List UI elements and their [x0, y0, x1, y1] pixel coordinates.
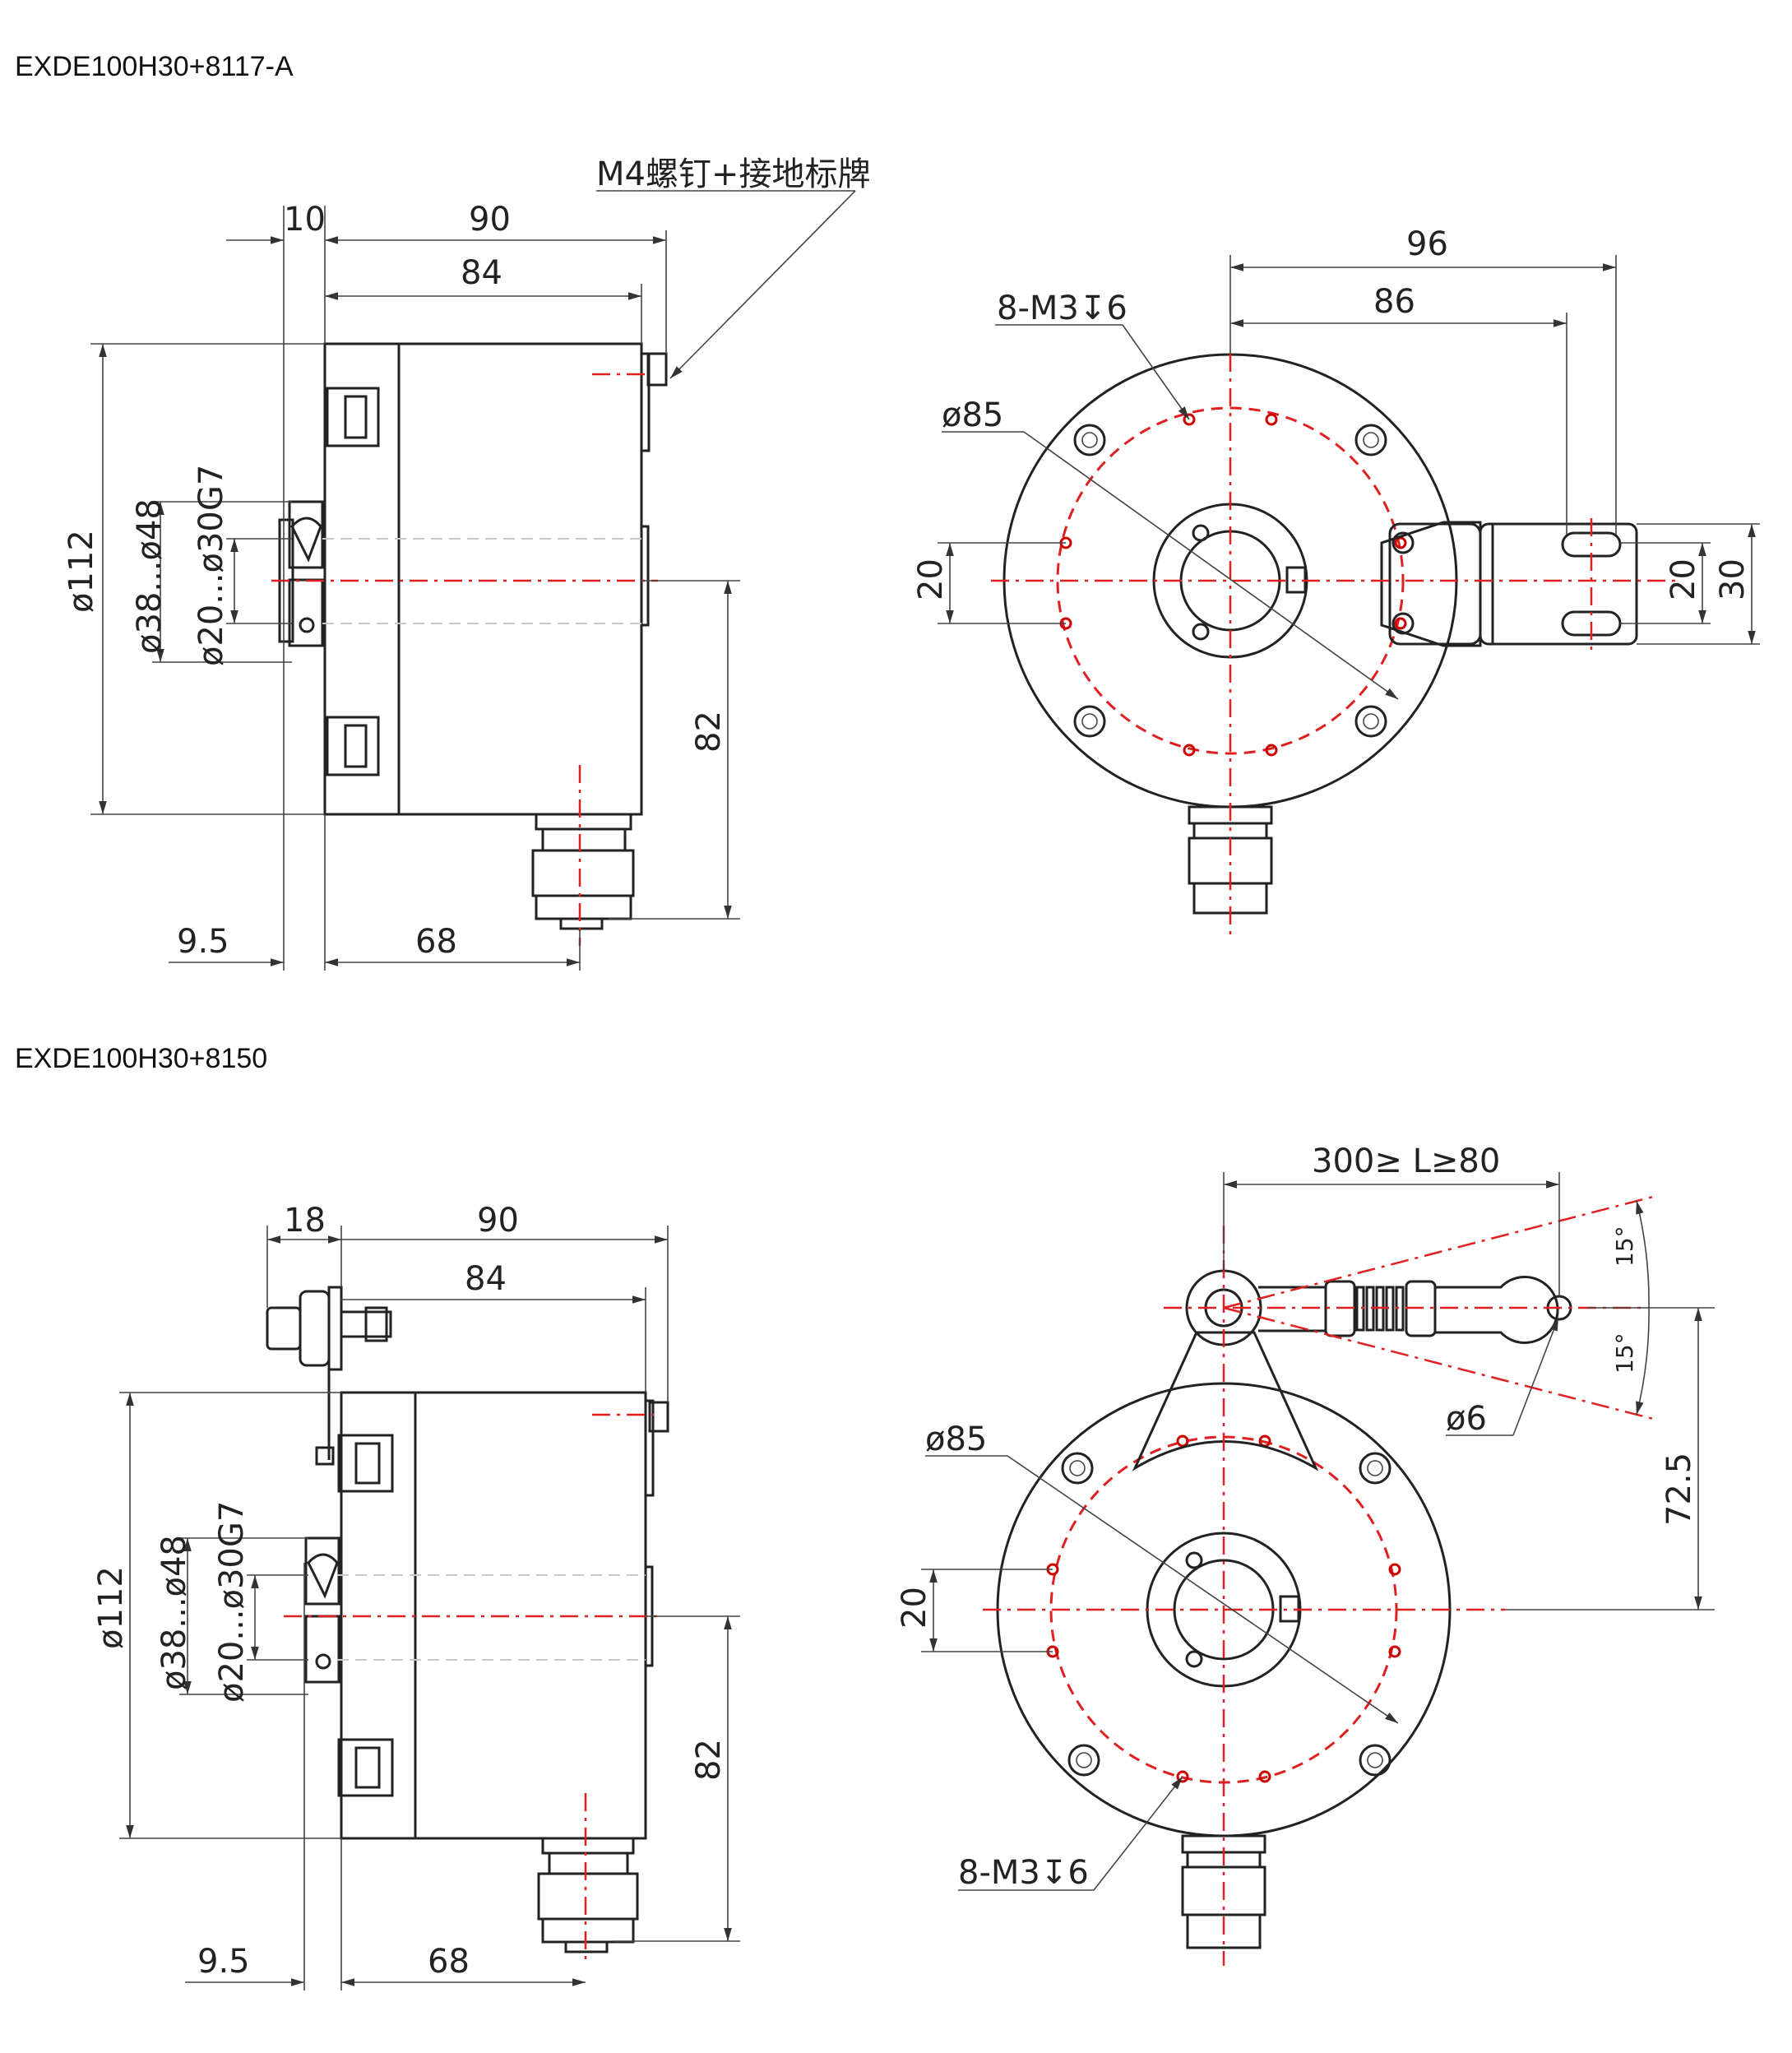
dim-bottom-front-d85: ø85 — [925, 1420, 987, 1458]
top-front-view: 96 86 8-M3↧6 ø85 20 20 30 — [912, 225, 1760, 938]
dim-top-68: 68 — [415, 923, 457, 961]
dim-bottom-front-d6: ø6 — [1446, 1400, 1487, 1438]
dim-top-d38-48: ø38...ø48 — [131, 498, 169, 654]
dim-bottom-front-15-top: 15° — [1611, 1226, 1638, 1267]
dim-bottom-front-15-bottom: 15° — [1611, 1332, 1638, 1374]
label-m4-screw: M4螺钉+接地标牌 — [596, 155, 870, 193]
top-front-bolts — [1073, 424, 1387, 738]
top-front-m3-holes — [1059, 413, 1407, 757]
bottom-front-bolts — [1061, 1452, 1391, 1777]
dim-top-82: 82 — [690, 711, 728, 753]
dim-bottom-front-72-5: 72.5 — [1660, 1453, 1698, 1526]
dim-top-front-30: 30 — [1714, 558, 1752, 600]
top-side-housing — [323, 342, 643, 816]
dim-bottom-front-20: 20 — [896, 1587, 933, 1629]
bottom-side-view: 18 90 84 ø112 ø38...ø48 ø20...ø30G7 82 9… — [92, 1202, 740, 1990]
dim-bottom-d20-30: ø20...ø30G7 — [213, 1501, 251, 1703]
label-top-front-m3: 8-M3↧6 — [997, 290, 1128, 327]
dim-top-d20-30: ø20...ø30G7 — [192, 465, 230, 666]
dim-bottom-68: 68 — [428, 1943, 470, 1981]
dim-bottom-front-L: 300≥ L≥80 — [1312, 1142, 1500, 1180]
dim-top-front-20-right: 20 — [1665, 558, 1702, 600]
dim-top-10: 10 — [284, 201, 326, 239]
dim-bottom-84: 84 — [465, 1260, 507, 1298]
dim-bottom-82: 82 — [690, 1739, 728, 1781]
bottom-front-view: 300≥ L≥80 15° 15° ø6 72.5 ø85 20 8-M3↧6 — [896, 1142, 1715, 1966]
dim-top-84: 84 — [461, 254, 502, 292]
dim-bottom-d38-48: ø38...ø48 — [155, 1535, 193, 1690]
dim-bottom-90: 90 — [477, 1202, 519, 1240]
top-side-view: 10 90 84 M4螺钉+接地标牌 ø112 ø38...ø48 ø20...… — [63, 155, 870, 971]
title-bottom-model: EXDE100H30+8150 — [15, 1043, 268, 1074]
dim-bottom-18: 18 — [284, 1202, 326, 1240]
label-bottom-front-m3: 8-M3↧6 — [958, 1854, 1089, 1892]
title-top-model: EXDE100H30+8117-A — [15, 51, 294, 82]
dim-top-front-86: 86 — [1373, 283, 1415, 321]
dim-top-9-5: 9.5 — [177, 923, 229, 961]
dim-top-90: 90 — [469, 201, 511, 239]
dim-top-front-d85: ø85 — [942, 396, 1003, 434]
dim-top-front-96: 96 — [1406, 225, 1448, 263]
dim-top-d112: ø112 — [63, 530, 100, 613]
dim-top-front-20-left: 20 — [912, 558, 950, 600]
dim-bottom-9-5: 9.5 — [197, 1943, 250, 1981]
dim-bottom-d112: ø112 — [92, 1566, 130, 1649]
